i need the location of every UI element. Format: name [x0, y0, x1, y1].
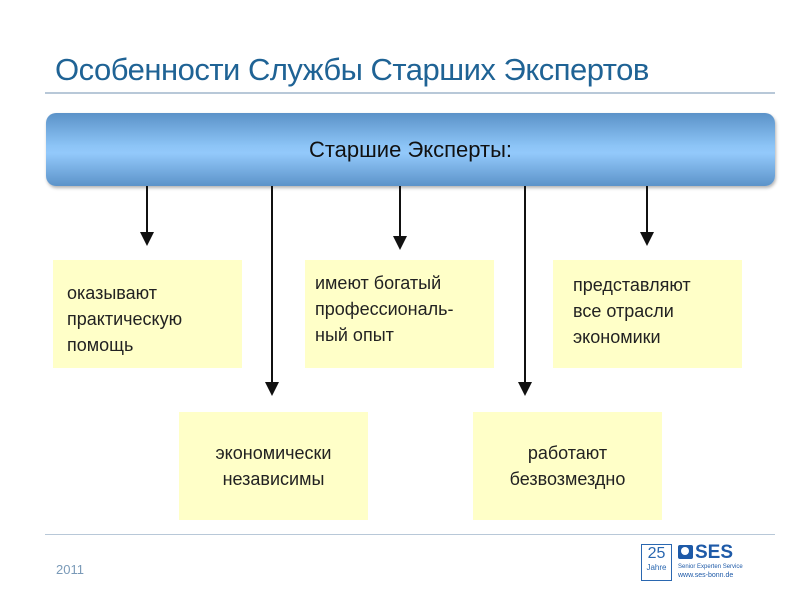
box-text-line: профессиональ- — [315, 299, 454, 319]
box-text-line: оказывают — [67, 283, 157, 303]
box-text-line: все отрасли — [573, 301, 674, 321]
box-text-line: экономики — [573, 327, 661, 347]
title-divider — [45, 92, 775, 94]
badge-number: 25 — [647, 545, 666, 562]
ses-brand: SES — [678, 542, 733, 564]
box-text-line: ный опыт — [315, 325, 394, 345]
arrow-down-icon — [140, 186, 154, 246]
arrow-down-icon — [393, 186, 407, 250]
ses-logo: 25 Jahre SES Senior Experten Service www… — [641, 542, 761, 584]
footer-divider — [45, 534, 775, 535]
box-text-line: практическую — [67, 309, 183, 329]
senior-experts-header-bar: Старшие Эксперты: — [46, 113, 775, 186]
arrow-down-icon — [518, 186, 532, 396]
box-text-line: экономически — [215, 443, 332, 463]
footer-year: 2011 — [56, 562, 84, 577]
box-text-line: имеют богатый — [315, 273, 442, 293]
feature-box-voluntary: работают безвозмездно — [473, 412, 662, 520]
box-text-line: помощь — [67, 335, 134, 355]
box-text-line: работают — [527, 443, 608, 463]
header-bar-label: Старшие Эксперты: — [308, 136, 513, 162]
feature-box-experience: имеют богатый профессиональ- ный опыт — [305, 260, 494, 368]
arrow-down-icon — [265, 186, 279, 396]
slide-title: Особенности Службы Старших Экспертов — [55, 52, 649, 87]
ses-emblem-icon — [678, 545, 693, 559]
box-text-line: независимы — [222, 469, 325, 489]
brand-url: www.ses-bonn.de — [678, 572, 734, 579]
box-text-line: представляют — [573, 275, 691, 295]
anniversary-badge: 25 Jahre — [641, 544, 672, 581]
badge-word: Jahre — [646, 563, 667, 572]
feature-box-all-industries: представляют все отрасли экономики — [553, 260, 742, 368]
feature-box-independent: экономически независимы — [179, 412, 368, 520]
feature-box-practical-help: оказывают практическую помощь — [53, 260, 242, 368]
box-text-line: безвозмездно — [509, 469, 626, 489]
brand-name: SES — [695, 542, 734, 563]
brand-tagline: Senior Experten Service — [678, 564, 743, 570]
arrow-down-icon — [640, 186, 654, 246]
